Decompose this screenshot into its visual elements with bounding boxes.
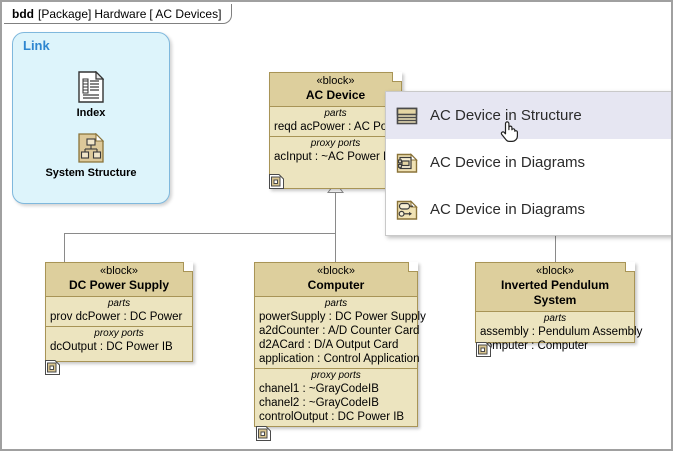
block-name: Computer: [307, 278, 365, 292]
block-name: DC Power Supply: [68, 278, 169, 292]
block-diagram-indicator-icon[interactable]: [45, 360, 60, 375]
compartment-title: parts: [324, 298, 348, 309]
document-index-icon: [13, 70, 169, 106]
compartment-item: chanel1 : ~GrayCodeIB: [259, 383, 379, 395]
block-corner-dogear: [408, 262, 418, 272]
block-compartment-parts: parts reqd acPower : AC Po: [270, 107, 401, 137]
compartment-item: acInput : ~AC Power I: [274, 151, 387, 163]
block-diagram-indicator-icon[interactable]: [476, 342, 491, 357]
block-ac-device[interactable]: «block» AC Device parts reqd acPower : A…: [269, 72, 402, 189]
block-compartment-proxy-ports: proxy ports acInput : ~AC Power I: [270, 137, 401, 166]
link-item-label: System Structure: [45, 167, 137, 179]
block-header: «block» AC Device: [270, 73, 401, 107]
menu-item-ac-device-in-diagrams-par[interactable]: AC Device in Diagrams: [386, 186, 671, 233]
composition-line-to-inverted-pendulum-system: [555, 236, 556, 262]
structure-browser-icon: [396, 105, 418, 127]
block-name: Inverted Pendulum System: [500, 278, 610, 307]
link-compartment: Link Index: [12, 32, 170, 204]
block-compartment-parts: parts assembly : Pendulum Assembly compu…: [476, 312, 643, 355]
compartment-title: proxy ports: [311, 370, 361, 381]
menu-item-label: AC Device in Structure: [430, 107, 582, 124]
block-stereotype: «block»: [536, 265, 574, 277]
link-compartment-title: Link: [23, 38, 50, 53]
menu-item-label: AC Device in Diagrams: [430, 201, 586, 218]
menu-item-ac-device-in-structure[interactable]: AC Device in Structure: [386, 92, 671, 139]
block-stereotype: «block»: [100, 265, 138, 277]
compartment-item: powerSupply : DC Power Supply: [259, 311, 426, 323]
link-item-label: Index: [76, 107, 106, 119]
compartment-title: proxy ports: [94, 328, 144, 339]
link-item-index[interactable]: Index: [13, 70, 169, 119]
system-structure-icon: [13, 132, 169, 166]
generalization-line-to-dc-power-supply: [64, 233, 65, 262]
block-corner-dogear: [183, 262, 193, 272]
diagram-package-label: Hardware: [94, 6, 147, 21]
block-diagram-indicator-icon[interactable]: [269, 174, 284, 189]
block-stereotype: «block»: [316, 75, 355, 87]
block-compartment-parts: parts powerSupply : DC Power Supply a2dC…: [255, 297, 426, 369]
block-compartment-parts: parts prov dcPower : DC Power: [46, 297, 192, 327]
compartment-title: parts: [324, 108, 347, 119]
diagram-name-label: [ AC Devices]: [149, 6, 222, 21]
context-menu[interactable]: AC Device in Structure AC Device in Diag…: [385, 91, 671, 236]
generalization-line-vertical-trunk: [335, 192, 336, 233]
compartment-item: prov dcPower : DC Power: [50, 311, 183, 323]
block-stereotype: «block»: [317, 265, 355, 277]
compartment-item: controlOutput : DC Power IB: [259, 411, 405, 423]
compartment-title: parts: [107, 298, 131, 309]
block-dc-power-supply[interactable]: «block» DC Power Supply parts prov dcPow…: [45, 262, 193, 362]
block-name: AC Device: [305, 88, 366, 102]
block-compartment-proxy-ports: proxy ports chanel1 : ~GrayCodeIB chanel…: [255, 369, 417, 426]
block-compartment-proxy-ports: proxy ports dcOutput : DC Power IB: [46, 327, 192, 356]
compartment-title: parts: [543, 313, 567, 324]
compartment-item: chanel2 : ~GrayCodeIB: [259, 397, 379, 409]
generalization-line-horizontal-bus: [64, 233, 336, 234]
menu-item-label: AC Device in Diagrams: [430, 154, 586, 171]
block-header: «block» Inverted Pendulum System: [476, 263, 634, 312]
compartment-item: a2dCounter : A/D Counter Card: [259, 325, 420, 337]
internal-block-diagram-icon: [396, 152, 418, 174]
diagram-frame-header: bdd [Package] Hardware [ AC Devices]: [4, 4, 233, 24]
block-header: «block» DC Power Supply: [46, 263, 192, 297]
compartment-item: application : Control Application: [259, 353, 420, 365]
diagram-kind-label: bdd: [12, 6, 34, 21]
link-item-system-structure[interactable]: System Structure: [13, 132, 169, 179]
block-corner-dogear: [392, 72, 402, 82]
block-corner-dogear: [625, 262, 635, 272]
compartment-item: assembly : Pendulum Assembly: [480, 326, 643, 338]
block-header: «block» Computer: [255, 263, 417, 297]
compartment-item: reqd acPower : AC Po: [274, 121, 388, 133]
compartment-title: proxy ports: [310, 138, 361, 149]
block-computer[interactable]: «block» Computer parts powerSupply : DC …: [254, 262, 426, 427]
block-inverted-pendulum-system[interactable]: «block» Inverted Pendulum System parts a…: [475, 262, 642, 352]
menu-item-ac-device-in-diagrams-ibd[interactable]: AC Device in Diagrams: [386, 139, 671, 186]
compartment-item: d2ACard : D/A Output Card: [259, 339, 399, 351]
generalization-line-to-computer: [335, 233, 336, 262]
parametric-diagram-icon: [396, 199, 418, 221]
compartment-item: dcOutput : DC Power IB: [50, 341, 173, 353]
block-diagram-indicator-icon[interactable]: [256, 426, 271, 441]
compartment-item: computer : Computer: [480, 340, 589, 352]
diagram-meta-label: [Package]: [38, 6, 92, 21]
